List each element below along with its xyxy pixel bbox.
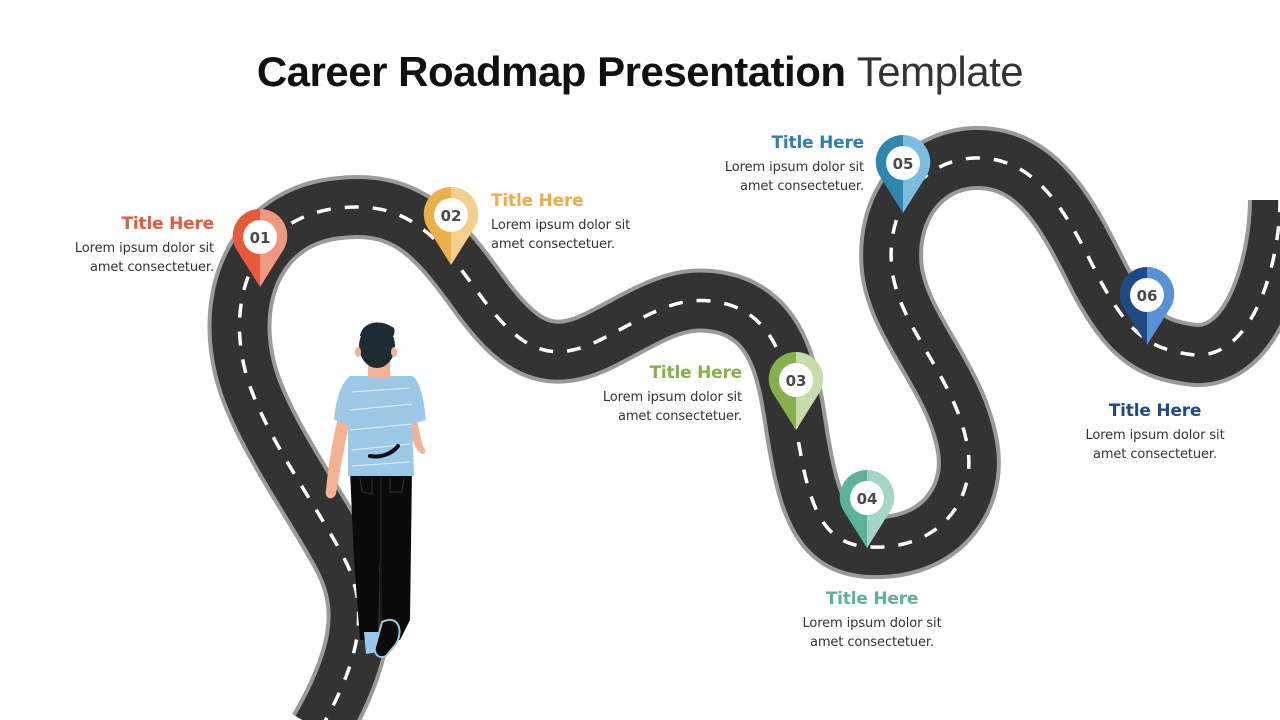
milestone-06-label: Title Here Lorem ipsum dolor sit amet co… [1055,400,1255,464]
pin-04-number: 04 [857,490,878,508]
milestone-05-title: Title Here [771,133,865,153]
pin-03[interactable]: 03 [768,351,824,430]
page-title: Career Roadmap Presentation Template [0,48,1280,96]
pin-01[interactable]: 01 [232,208,288,287]
milestone-05-desc-line2: amet consectetuer. [739,179,864,194]
milestone-01-desc-line1: Lorem ipsum dolor sit [74,241,214,256]
milestone-04-title: Title Here [825,589,919,609]
milestone-05-label: Title Here Lorem ipsum dolor sit amet co… [664,132,864,196]
milestone-01-desc-line2: amet consectetuer. [89,260,214,275]
milestone-04-label: Title Here Lorem ipsum dolor sit amet co… [772,588,972,652]
pin-06-number: 06 [1137,287,1158,305]
milestone-06-title: Title Here [1108,401,1202,421]
milestone-03-label: Title Here Lorem ipsum dolor sit amet co… [542,362,742,426]
pin-01-number: 01 [250,229,271,247]
pin-02[interactable]: 02 [423,186,479,265]
milestone-05-desc-line1: Lorem ipsum dolor sit [724,160,864,175]
title-light: Template [856,48,1024,95]
milestone-03-title: Title Here [649,363,743,383]
milestone-06-desc-line2: amet consectetuer. [1092,447,1218,462]
milestone-02-title: Title Here [491,191,584,211]
walking-person-illustration [325,322,426,658]
milestone-01-label: Title Here Lorem ipsum dolor sit amet co… [14,213,214,277]
milestone-02-desc-line2: amet consectetuer. [491,237,616,252]
milestone-04-desc-line1: Lorem ipsum dolor sit [802,616,942,631]
pin-02-number: 02 [441,207,462,225]
milestone-04-desc-line2: amet consectetuer. [809,635,935,650]
pin-05-number: 05 [893,155,914,173]
pin-03-number: 03 [786,372,807,390]
title-bold: Career Roadmap Presentation [256,48,846,95]
road [207,126,1280,720]
milestone-03-desc-line1: Lorem ipsum dolor sit [602,390,742,405]
milestone-01-title: Title Here [121,214,215,234]
milestone-03-desc-line2: amet consectetuer. [617,409,742,424]
milestone-02-desc-line1: Lorem ipsum dolor sit [491,218,631,233]
pin-06[interactable]: 06 [1119,266,1175,345]
pin-04[interactable]: 04 [839,469,895,548]
pin-05[interactable]: 05 [875,134,931,213]
milestone-06-desc-line1: Lorem ipsum dolor sit [1085,428,1225,443]
milestone-02-label: Title Here Lorem ipsum dolor sit amet co… [491,190,691,254]
